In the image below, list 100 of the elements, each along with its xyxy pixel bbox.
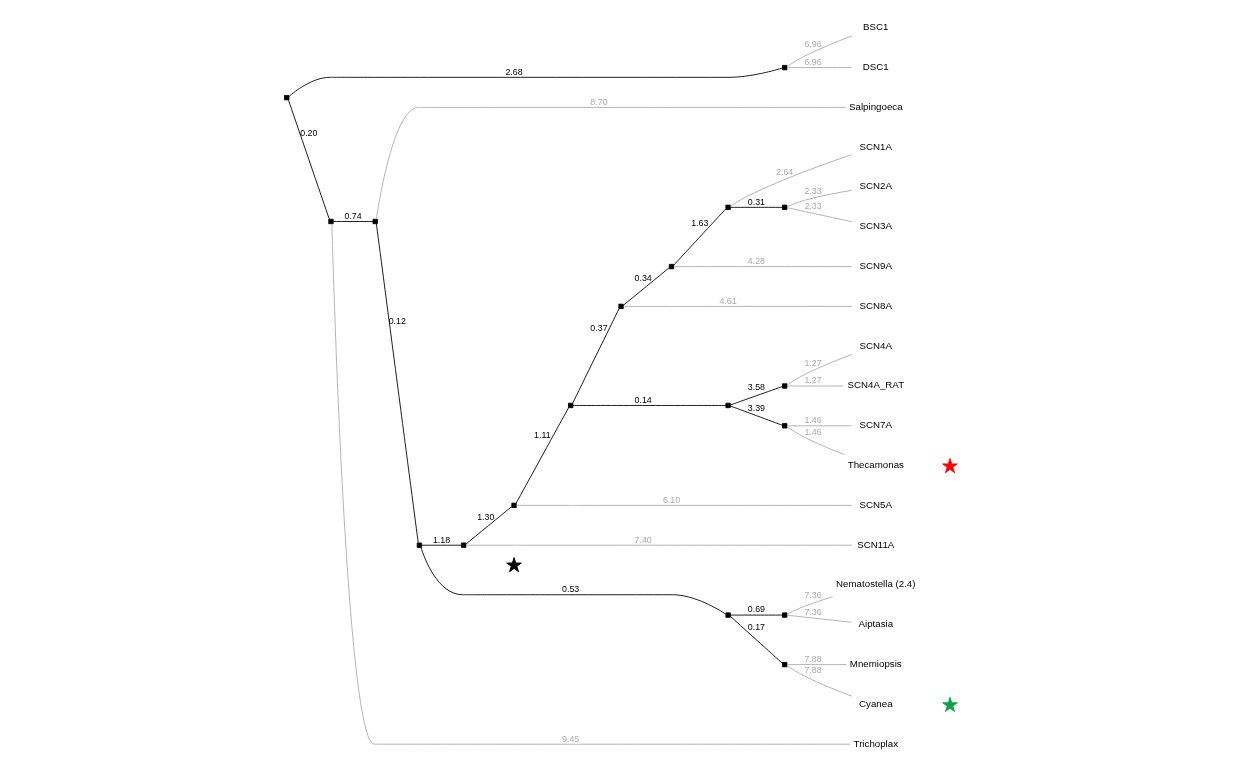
connector xyxy=(786,189,852,208)
edge-label: 0.17 xyxy=(747,622,765,633)
edge-label: 1.63 xyxy=(690,217,708,228)
node-box xyxy=(724,204,731,210)
connector xyxy=(571,405,726,406)
connector xyxy=(729,154,852,207)
connector xyxy=(786,385,843,387)
node-box xyxy=(724,612,731,618)
edge-label: 9.45 xyxy=(561,733,579,744)
edge-label: 1.27 xyxy=(803,375,822,386)
connector xyxy=(729,615,783,664)
node-box xyxy=(567,402,573,409)
edge-label: 0.53 xyxy=(561,584,579,595)
edge-label: 3.58 xyxy=(747,382,765,393)
connector xyxy=(729,405,783,426)
node-box xyxy=(781,661,787,668)
connector xyxy=(288,67,783,97)
edge-label: 4.28 xyxy=(747,255,765,266)
connector xyxy=(672,266,852,268)
edge-label: 0.14 xyxy=(634,394,652,405)
connector xyxy=(786,67,852,69)
connector xyxy=(332,221,373,222)
connector xyxy=(465,506,512,545)
node-box xyxy=(372,218,378,225)
node-box xyxy=(510,502,517,509)
connector xyxy=(420,544,462,546)
node-box xyxy=(781,64,787,71)
edge-label: 0.31 xyxy=(747,196,765,207)
edge-label: 0.74 xyxy=(343,210,362,221)
edge-label: 1.30 xyxy=(476,511,494,522)
connector xyxy=(786,426,845,455)
connector xyxy=(786,596,833,615)
edge-label: 2.64 xyxy=(775,166,793,177)
edge-label: 0.20 xyxy=(299,127,317,138)
node-box xyxy=(283,95,289,101)
connector xyxy=(786,425,852,427)
edge-label: 1.46 xyxy=(803,426,822,437)
connector xyxy=(672,208,726,266)
edge-label: 7.36 xyxy=(803,607,822,618)
node-text: SCN4A xyxy=(859,339,892,351)
edge-label: 3.39 xyxy=(747,402,765,413)
node-box xyxy=(781,204,787,210)
connector xyxy=(622,267,669,306)
connector xyxy=(729,386,783,406)
node-box xyxy=(416,542,422,548)
edge-label: 7.88 xyxy=(803,653,822,664)
edge-label: 2.33 xyxy=(803,201,822,212)
node-text: BSC1 xyxy=(862,21,888,33)
node-box xyxy=(781,383,787,389)
edge-label: 7.40 xyxy=(634,534,652,545)
connector xyxy=(375,223,419,544)
connector xyxy=(786,35,852,68)
edge-label: 8.70 xyxy=(589,96,608,107)
edge-label: 0.69 xyxy=(747,604,765,615)
node-text: SCN8A xyxy=(859,299,892,311)
edge-label: 7.88 xyxy=(803,665,822,676)
node-box xyxy=(724,402,731,409)
edge-label: 2.68 xyxy=(504,66,523,77)
connector xyxy=(420,547,726,615)
node-text: Cyanea xyxy=(858,697,893,709)
connector xyxy=(729,206,783,208)
connector xyxy=(331,223,851,745)
connector xyxy=(786,354,852,386)
node-text: SCN3A xyxy=(859,220,892,232)
connector xyxy=(375,106,846,220)
connector xyxy=(515,407,569,504)
node-text: SCN1A xyxy=(859,140,892,152)
edge-label: 4.61 xyxy=(719,295,737,306)
connector xyxy=(287,99,330,220)
node-box xyxy=(617,303,624,310)
node-text: Mnemiopsis xyxy=(849,658,902,670)
connector xyxy=(786,207,852,223)
connector xyxy=(465,544,852,546)
edge-label: 1.11 xyxy=(533,430,551,441)
node-box xyxy=(781,423,787,429)
node-text: Thecamonas xyxy=(847,459,904,471)
node-text: SCN7A xyxy=(859,419,892,431)
edge-label: 6.96 xyxy=(803,56,822,67)
node-box xyxy=(668,263,674,270)
node-text: DSC1 xyxy=(862,61,889,73)
node-text: SCN2A xyxy=(859,180,892,192)
node-text: SCN5A xyxy=(859,498,892,510)
edge-label: 1.27 xyxy=(803,357,822,368)
connector xyxy=(515,504,852,506)
edge-label: 0.12 xyxy=(388,316,406,327)
connector xyxy=(571,308,619,404)
node-text: Trichoplax xyxy=(853,737,898,749)
connector xyxy=(622,305,852,307)
connector xyxy=(786,665,852,697)
edge-label: 6.96 xyxy=(803,39,822,50)
edge-label: 2.33 xyxy=(803,186,822,197)
connector xyxy=(786,614,852,623)
edge-label: 6.10 xyxy=(662,494,680,505)
node-text: SCN11A xyxy=(856,538,894,550)
connector xyxy=(729,614,783,616)
edge-label: 0.37 xyxy=(589,323,608,334)
node-box xyxy=(327,218,334,225)
connector xyxy=(786,664,847,666)
edge-label: 0.34 xyxy=(634,272,652,283)
node-text: Nematostella (2.4) xyxy=(835,578,916,590)
